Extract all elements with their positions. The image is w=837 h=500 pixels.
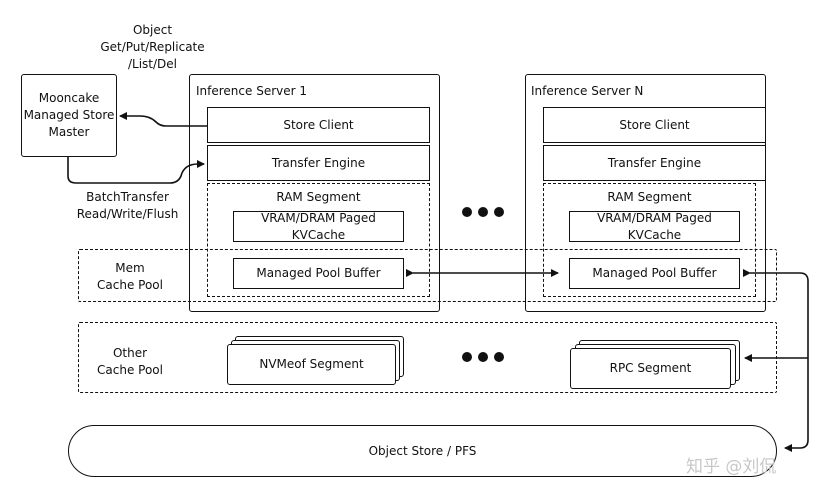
ellipsis-dot: [478, 207, 488, 217]
server1-kvcache-label: VRAM/DRAM Paged KVCache: [261, 210, 376, 242]
server1-title: Inference Server 1: [196, 84, 308, 98]
watermark-text: 知乎 @刘侃: [686, 457, 777, 477]
batch-transfer-line2: Read/Write/Flush: [76, 207, 179, 221]
nvmeof-segment: NVMeof Segment: [227, 344, 396, 385]
object-ops-label: Object Get/Put/Replicate /List/Del: [95, 22, 210, 73]
server1-ram-segment-label: RAM Segment: [276, 190, 361, 204]
server1-pool-buffer: Managed Pool Buffer: [233, 258, 404, 289]
segment-ellipsis: [462, 352, 506, 364]
server1-transfer-engine: Transfer Engine: [207, 145, 430, 181]
server1-kvcache: VRAM/DRAM Paged KVCache: [233, 211, 404, 242]
rpc-segment: RPC Segment: [570, 348, 731, 389]
serverN-transfer-engine: Transfer Engine: [543, 145, 766, 181]
master-line3: Master: [48, 125, 90, 139]
object-store-label: Object Store / PFS: [368, 443, 477, 458]
ellipsis-dot: [494, 207, 504, 217]
poolN-rpc-store-link: [743, 269, 809, 452]
server1-store-client: Store Client: [207, 107, 430, 143]
other-cache-pool-label: Other Cache Pool: [85, 345, 175, 379]
other-pool-line2: Cache Pool: [97, 363, 163, 377]
server1-pool-buffer-label: Managed Pool Buffer: [256, 266, 381, 280]
ellipsis-dot: [462, 207, 472, 217]
rpc-segment-label: RPC Segment: [609, 361, 692, 375]
serverN-ram-segment: [543, 183, 756, 297]
serverN-ram-segment-label: RAM Segment: [607, 190, 692, 204]
batch-transfer-label: BatchTransfer Read/Write/Flush: [70, 189, 185, 223]
store-master-box: Mooncake Managed Store Master: [21, 74, 117, 157]
master-line1: Mooncake: [38, 91, 100, 105]
serverN-kvcache: VRAM/DRAM Paged KVCache: [569, 211, 740, 242]
master-to-transfer-engine-arrow: [67, 157, 205, 184]
serverN-pool-buffer: Managed Pool Buffer: [569, 258, 740, 289]
ellipsis-dot: [494, 352, 504, 362]
master-line2: Managed Store: [23, 108, 115, 122]
serverN-title: Inference Server N: [531, 84, 644, 98]
serverN-store-client-label: Store Client: [619, 117, 690, 132]
serverN-store-client: Store Client: [543, 107, 766, 143]
serverN-kvcache-label: VRAM/DRAM Paged KVCache: [597, 210, 712, 242]
nvmeof-segment-label: NVMeof Segment: [259, 357, 364, 371]
mem-pool-line1: Mem: [115, 261, 145, 275]
object-ops-line1: Object: [132, 23, 173, 37]
ellipsis-dot: [462, 352, 472, 362]
server1-ram-segment: [207, 183, 430, 297]
store-client-to-master-arrow: [119, 112, 207, 127]
ellipsis-dot: [478, 352, 488, 362]
object-ops-line2: Get/Put/Replicate: [100, 40, 205, 54]
inference-server-1: [189, 74, 440, 312]
serverN-transfer-engine-label: Transfer Engine: [607, 155, 702, 170]
mem-pool-line2: Cache Pool: [97, 278, 163, 292]
object-ops-line3: /List/Del: [127, 57, 178, 71]
serverN-pool-buffer-label: Managed Pool Buffer: [592, 266, 717, 280]
server-ellipsis: [462, 207, 506, 219]
other-pool-line1: Other: [112, 346, 148, 360]
mem-cache-pool-label: Mem Cache Pool: [85, 260, 175, 294]
server1-store-client-label: Store Client: [283, 117, 354, 132]
inference-server-n: [525, 74, 766, 312]
server1-transfer-engine-label: Transfer Engine: [271, 155, 366, 170]
batch-transfer-line1: BatchTransfer: [86, 190, 169, 204]
